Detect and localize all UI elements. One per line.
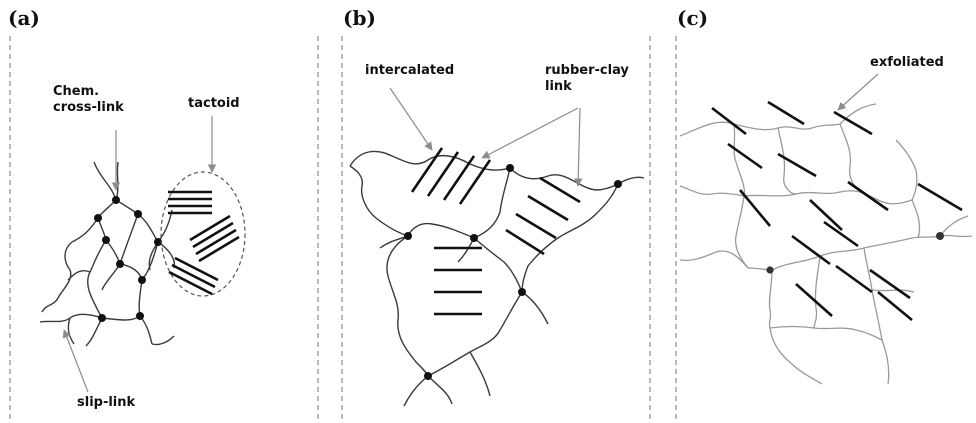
panel-c-network <box>680 104 972 384</box>
crosslink-node <box>112 196 120 204</box>
crosslink-node <box>136 312 144 320</box>
panel-b-arrows <box>390 88 580 186</box>
crosslink-node <box>116 260 124 268</box>
panel-a-network <box>40 162 174 346</box>
panel-a-crosslinks <box>94 196 162 322</box>
crosslink-node <box>138 276 146 284</box>
crosslink-node <box>936 232 944 240</box>
crosslink-node <box>404 232 412 240</box>
panel-b-clay-platelets <box>412 148 580 314</box>
crosslink-node <box>98 314 106 322</box>
crosslink-node <box>424 372 432 380</box>
rubber-clay-arrow-2 <box>578 108 580 186</box>
crosslink-node <box>134 210 142 218</box>
panel-b-network <box>350 151 644 406</box>
tactoid-clay-stacks <box>168 192 239 294</box>
crosslink-node <box>94 214 102 222</box>
slip-link-arrow <box>64 330 88 392</box>
crosslink-node <box>766 266 773 273</box>
tactoid-outline <box>161 172 245 296</box>
panel-b-crosslinks <box>404 164 622 380</box>
crosslink-node <box>102 236 110 244</box>
panel-a-arrows <box>64 116 212 392</box>
intercalated-arrow <box>390 88 432 150</box>
rubber-clay-arrow-1 <box>482 108 578 158</box>
crosslink-node <box>518 288 526 296</box>
crosslink-node <box>506 164 514 172</box>
panel-c-clay-platelets <box>712 102 962 320</box>
crosslink-node <box>614 180 622 188</box>
crosslink-node <box>470 234 478 242</box>
